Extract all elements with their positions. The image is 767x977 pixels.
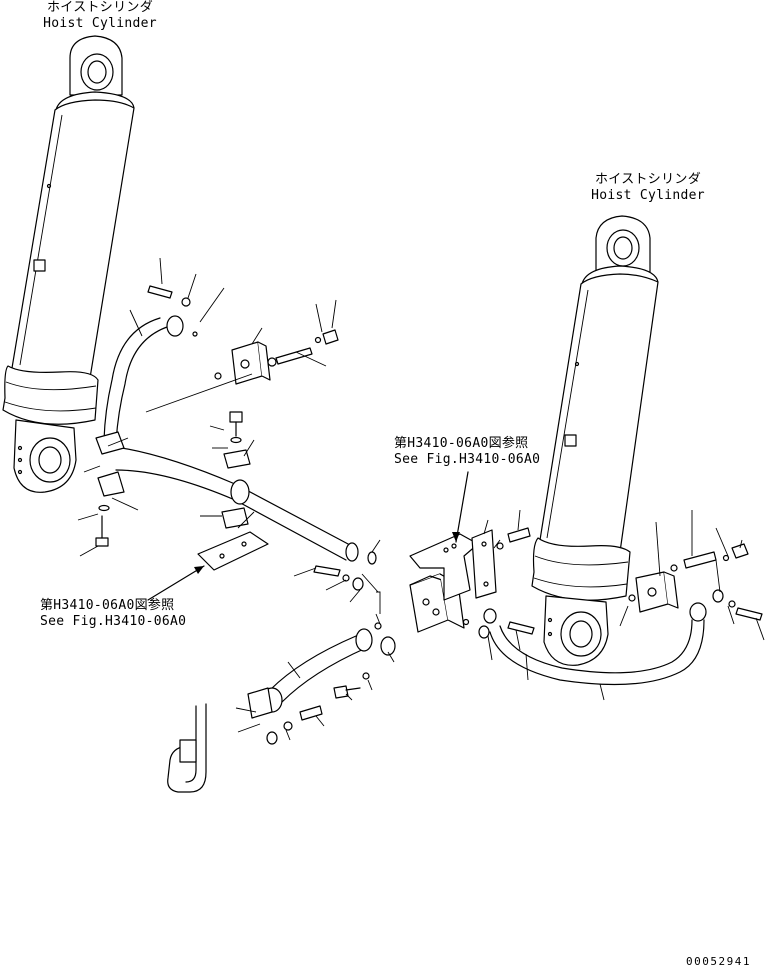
left-cylinder-label-jp: ホイストシリンダ <box>46 0 153 15</box>
ref-left-label-jp: 第H3410-06A0図参照 <box>40 598 175 613</box>
drawing-number: 00052941 <box>686 955 751 968</box>
left-hoist-cylinder <box>2 35 135 493</box>
right-cylinder-label-jp: ホイストシリンダ <box>594 172 701 187</box>
left-piping <box>77 257 381 603</box>
right-cylinder-label-en: Hoist Cylinder <box>591 188 705 203</box>
left-cylinder-label-en: Hoist Cylinder <box>43 16 157 31</box>
right-hoist-cylinder <box>531 215 659 666</box>
ref-right-label-en: See Fig.H3410-06A0 <box>394 452 541 467</box>
center-piping <box>167 471 535 793</box>
ref-left-label-en: See Fig.H3410-06A0 <box>40 614 187 629</box>
right-piping <box>489 509 765 701</box>
ref-right-label-jp: 第H3410-06A0図参照 <box>394 436 529 451</box>
